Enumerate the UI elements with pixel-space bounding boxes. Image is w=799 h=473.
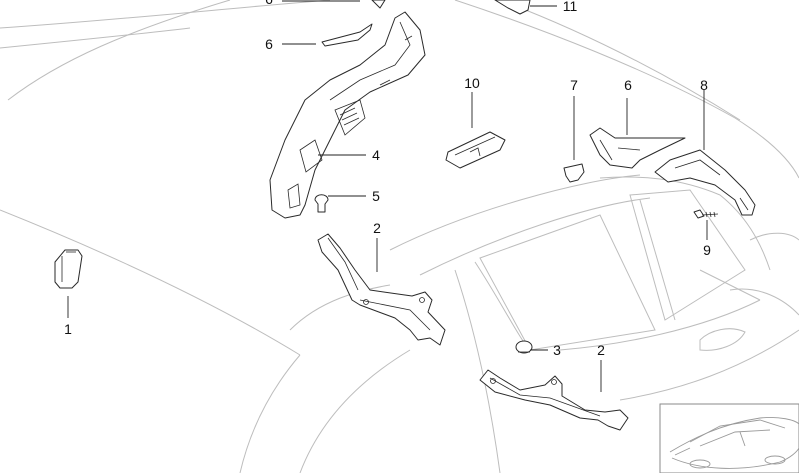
part-4-pillar-trim — [269, 11, 426, 219]
part-11-fragment — [494, 0, 531, 15]
part-2-bracket-upper — [317, 233, 446, 346]
callout-11: 11 — [563, 0, 578, 14]
callout-2-upper: 2 — [373, 220, 381, 236]
part-top-fragment — [371, 0, 386, 9]
callout-6-right: 6 — [624, 77, 632, 93]
callout-1: 1 — [64, 321, 72, 337]
callout-labels: 1 2 2 3 4 5 6 6 7 8 9 10 11 6 — [64, 0, 711, 358]
part-9-screw — [693, 209, 719, 219]
part-2-bracket-lower — [479, 369, 629, 431]
part-8-trim — [654, 149, 756, 216]
part-5-clip — [314, 194, 329, 213]
callout-10: 10 — [464, 75, 480, 91]
callout-8: 8 — [700, 77, 708, 93]
callout-6-top-clipped: 6 — [265, 0, 273, 7]
inset-car-thumbnail — [659, 403, 799, 473]
part-6-strip-left — [321, 23, 373, 47]
callout-3: 3 — [553, 342, 561, 358]
callout-6-left: 6 — [265, 36, 273, 52]
callout-9: 9 — [703, 242, 711, 258]
callout-2-lower: 2 — [597, 342, 605, 358]
part-6-panel-right — [589, 127, 686, 169]
part-7-plug — [563, 163, 585, 183]
part-1-trim-cover — [54, 249, 83, 289]
leader-lines — [67, 0, 708, 392]
callout-4: 4 — [372, 147, 380, 163]
part-10-bracket — [445, 131, 506, 169]
callout-7: 7 — [570, 77, 578, 93]
part-3-plug — [515, 340, 533, 354]
callout-5: 5 — [372, 188, 380, 204]
